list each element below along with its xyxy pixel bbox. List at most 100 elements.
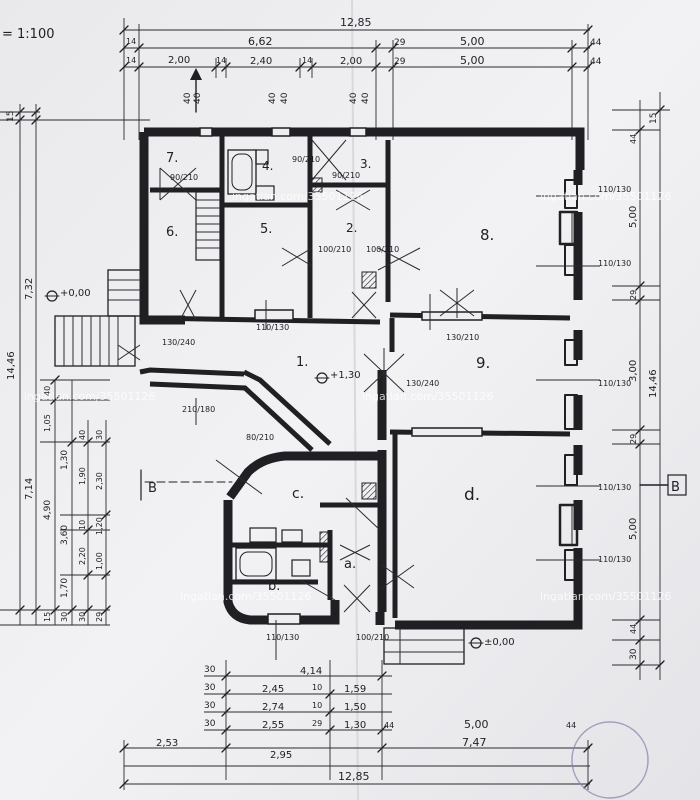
left-dim-label: 15 — [43, 612, 52, 622]
svg-text:1,59: 1,59 — [344, 684, 366, 695]
svg-text:130/240: 130/240 — [406, 379, 439, 388]
top-dim-label: 6,62 — [248, 35, 273, 48]
right-dim-label: 29 — [629, 434, 638, 444]
svg-text:44: 44 — [384, 721, 394, 730]
svg-text:130/240: 130/240 — [162, 338, 195, 347]
left-dim-label: 2,30 — [95, 472, 104, 490]
left-dim-label: 1,70 — [60, 578, 70, 598]
top-dim-label: 29 — [394, 57, 406, 67]
left-dim-label: 30 — [78, 612, 87, 622]
svg-text:ingatlan.com/35501126: ingatlan.com/35501126 — [232, 190, 364, 203]
room-label-5: 5. — [260, 222, 272, 237]
room-label-c: c. — [292, 486, 304, 502]
left-dim-label: 4,90 — [43, 500, 53, 520]
top-dimension-lines: 12,85 14 6,62 29 5,00 44 14 2,00 14 2,40… — [119, 16, 602, 140]
right-dim-label: 30 — [629, 648, 639, 660]
svg-text:90/210: 90/210 — [332, 171, 360, 180]
window-lines — [195, 195, 600, 660]
svg-text:ingatlan.com/35501126: ingatlan.com/35501126 — [180, 590, 312, 603]
room-label-1: 1. — [296, 355, 308, 370]
svg-text:30: 30 — [204, 701, 216, 711]
right-dim-label: 5,00 — [628, 206, 639, 228]
svg-text:40: 40 — [268, 92, 278, 104]
svg-text:+0,00: +0,00 — [60, 288, 91, 299]
exterior-stairs-bottom — [383, 627, 465, 665]
svg-text:10: 10 — [312, 701, 322, 710]
right-dim-label: 44 — [629, 624, 638, 634]
svg-text:1,30: 1,30 — [344, 720, 366, 731]
svg-text:110/130: 110/130 — [266, 633, 299, 642]
right-dim-label: 5,00 — [628, 518, 639, 540]
svg-text:100/210: 100/210 — [366, 245, 399, 254]
svg-text:2,53: 2,53 — [156, 738, 178, 749]
svg-text:B: B — [671, 480, 680, 495]
svg-text:A: A — [194, 71, 201, 82]
top-dim-label: 2,00 — [168, 55, 190, 66]
room-label-7: 7. — [166, 151, 178, 166]
svg-text:210/180: 210/180 — [182, 405, 215, 414]
left-dimension-lines: 15 14,46 7,32 7,14 40 1,05 1,30 4,90 3,6… — [0, 104, 150, 626]
svg-text:100/210: 100/210 — [318, 245, 351, 254]
svg-text:44: 44 — [566, 721, 576, 730]
right-dimension-lines: 15 44 5,00 29 3,00 14,46 29 5,00 44 30 — [612, 92, 670, 680]
svg-text:130/210: 130/210 — [446, 333, 479, 342]
bay-windows — [558, 179, 579, 581]
left-dim-label: 29 — [95, 612, 104, 622]
svg-text:40: 40 — [183, 92, 193, 104]
left-dim-label: 30 — [95, 430, 104, 440]
elevation-markers: +0,00 +1,30 ±0,00 — [44, 288, 515, 649]
svg-text:90/210: 90/210 — [170, 173, 198, 182]
svg-text:29: 29 — [312, 719, 322, 728]
right-dim-label: 3,00 — [628, 360, 639, 382]
svg-text:±0,00: ±0,00 — [484, 637, 515, 648]
room-labels: 7. 4. 3. 6. 5. 2. 8. 1. 9. c. d. a. b. — [166, 151, 494, 594]
svg-text:90/210: 90/210 — [292, 155, 320, 164]
svg-text:2,55: 2,55 — [262, 720, 284, 731]
left-dim-label: 3,60 — [60, 525, 70, 545]
section-marker-a: A — [190, 68, 202, 113]
svg-text:100/210: 100/210 — [356, 633, 389, 642]
room-label-4: 4. — [262, 159, 273, 173]
left-dim-label: 1,90 — [78, 467, 87, 485]
svg-text:110/130: 110/130 — [598, 259, 631, 268]
room-label-3: 3. — [360, 157, 371, 171]
svg-text:30: 30 — [204, 665, 216, 675]
svg-text:110/130: 110/130 — [598, 555, 631, 564]
left-dim-label: 1,00 — [95, 552, 104, 570]
left-dim-label: 1,20 — [95, 517, 104, 535]
room-label-d: d. — [464, 485, 480, 505]
left-dim-label: 14,46 — [6, 351, 17, 380]
svg-text:ingatlan.com/35501126: ingatlan.com/35501126 — [24, 390, 156, 403]
left-dim-label: 40 — [43, 386, 52, 396]
left-dim-label: 1,05 — [43, 414, 52, 432]
room-label-b: b. — [268, 579, 280, 594]
svg-text:7,47: 7,47 — [462, 736, 487, 749]
watermarks: ingatlan.com/35501126 ingatlan.com/35501… — [24, 190, 672, 603]
svg-text:+1,30: +1,30 — [330, 370, 361, 381]
room-label-2: 2. — [346, 221, 357, 235]
stamp — [571, 721, 649, 799]
room-label-8: 8. — [480, 226, 494, 244]
svg-text:110/130: 110/130 — [598, 379, 631, 388]
top-dim-label: 14 — [302, 56, 312, 65]
left-dim-label: 2,20 — [78, 547, 87, 565]
svg-text:110/130: 110/130 — [598, 483, 631, 492]
svg-text:B: B — [148, 481, 157, 496]
svg-text:110/130: 110/130 — [598, 185, 631, 194]
top-dim-label: 2,40 — [250, 56, 272, 67]
svg-text:2,95: 2,95 — [270, 750, 292, 761]
top-dim-label: 29 — [394, 38, 406, 48]
svg-text:110/130: 110/130 — [256, 323, 289, 332]
room-label-6: 6. — [166, 225, 178, 240]
right-dim-label: 15 — [649, 113, 659, 124]
right-dim-label: 44 — [629, 134, 638, 144]
top-dim-label: 5,00 — [460, 54, 485, 67]
top-dim-label: 2,00 — [340, 56, 362, 67]
svg-text:40: 40 — [361, 92, 371, 104]
top-windows — [199, 127, 483, 625]
left-dim-label: 7,32 — [24, 278, 35, 300]
scale-label: = 1:100 — [2, 27, 55, 42]
room-label-a: a. — [344, 557, 356, 572]
svg-text:ingatlan.com/35501126: ingatlan.com/35501126 — [540, 190, 672, 203]
